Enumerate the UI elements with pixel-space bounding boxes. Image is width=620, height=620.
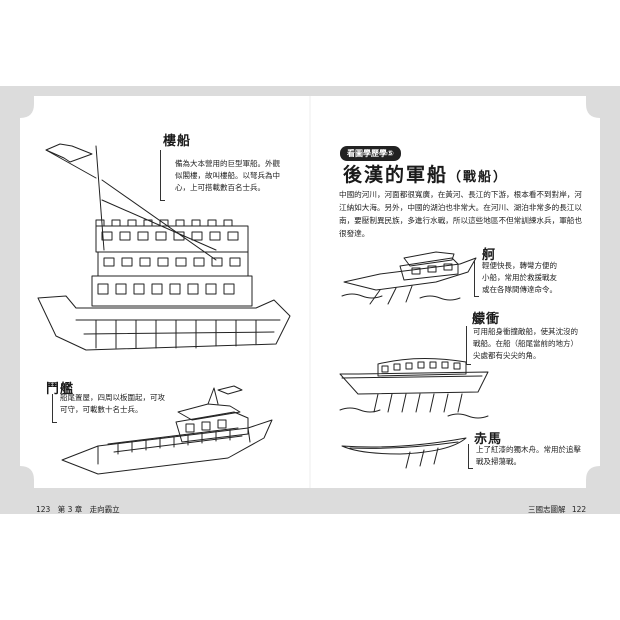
right-page-footer: 三國志圖解 122: [528, 504, 586, 515]
section-tag: 看圖學歷學⑤: [340, 146, 401, 161]
book-spread: [20, 96, 600, 488]
page-title-paren: （戰船）: [448, 170, 509, 185]
ge-boat-illustration: [341, 251, 477, 305]
ge-label: 舸: [482, 248, 497, 263]
chima-description: 上了紅漆的獨木舟。常用於追擊 戰及掃蕩戰。: [476, 445, 581, 466]
douxian-description: 船尾置屋，四周以板圍起，可攻 可守，可載數十名士兵。: [60, 393, 165, 414]
douxian-ship-illustration: [61, 385, 273, 475]
chapter-number: 第 3 章: [57, 505, 83, 514]
ge-callout-line: [474, 260, 479, 297]
mengchong-description: 可用船身衝撞敵船，使其沈沒的 戰船。在船（船尾當前的地方） 尖處都有尖尖的角。: [473, 327, 578, 360]
chima-label: 赤馬: [474, 432, 503, 447]
right-page-number: 122: [571, 505, 587, 514]
tower-ship-illustration: [37, 143, 291, 351]
left-page-footer: 123 第 3 章 走向霸立: [36, 504, 120, 515]
mengchong-label: 艨衝: [472, 312, 501, 327]
chapter-title: 走向霸立: [89, 505, 120, 514]
tower-ship-label: 樓船: [163, 134, 192, 149]
tower-ship-callout-line: [160, 150, 165, 201]
chima-callout-line: [468, 444, 473, 469]
douxian-callout-line: [52, 394, 57, 423]
mengchong-callout-line: [466, 326, 471, 365]
intro-paragraph: 中國的河川，河面都很寬廣，在黃河、長江的下游，根本看不到對岸，河 江納如大海。另…: [339, 190, 582, 238]
page-title: 後漢的軍船（戰船）: [343, 164, 509, 186]
mengchong-ship-illustration: [339, 357, 489, 419]
chima-boat-illustration: [341, 437, 467, 469]
book-title: 三國志圖解: [528, 505, 566, 514]
douxian-label: 鬥艦: [46, 382, 75, 397]
ge-description: 輕便快長，轉彎方便的 小船，常用於救援戰友 或在各隊間傳達命令。: [482, 261, 557, 294]
tower-ship-description: 備為大本營用的巨型軍船。外觀 似閣樓，故叫樓船。以弩兵為中 心，上可搭載數百名士…: [175, 159, 280, 192]
left-page-number: 123: [36, 505, 51, 514]
